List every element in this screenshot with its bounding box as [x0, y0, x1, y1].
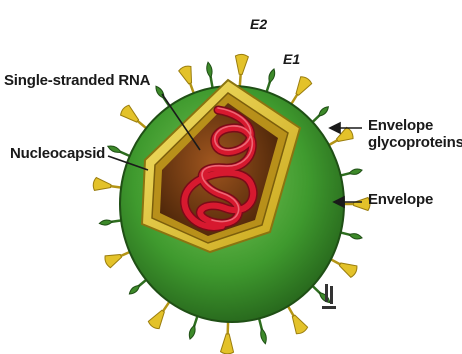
label-envelope-glycoproteins-line1: Envelope	[368, 118, 462, 135]
label-single-stranded-rna: Single-stranded RNA	[4, 73, 150, 90]
label-envelope: Envelope	[368, 192, 433, 209]
label-e2: E2	[250, 17, 267, 33]
label-e1: E1	[283, 52, 300, 68]
label-envelope-glycoproteins: Envelope glycoproteins	[368, 118, 462, 152]
label-envelope-glycoproteins-line2: glycoproteins	[368, 135, 462, 152]
label-nucleocapsid: Nucleocapsid	[10, 146, 105, 163]
glycoproteins-arrowhead	[330, 123, 340, 133]
